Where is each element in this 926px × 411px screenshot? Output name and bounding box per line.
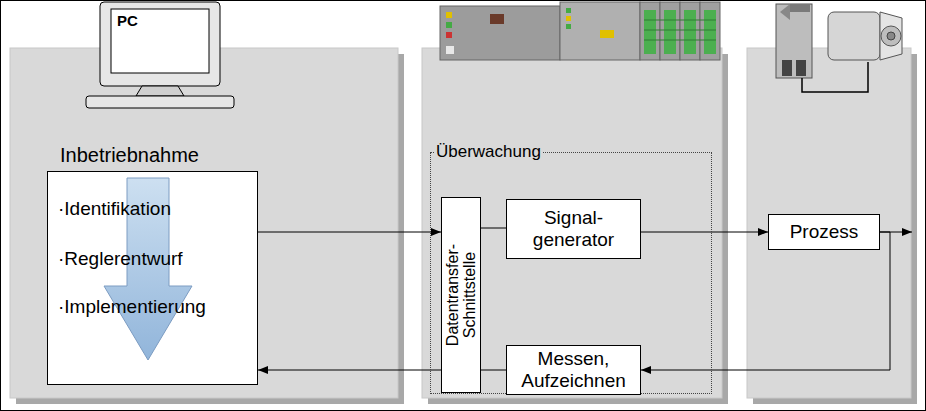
list-item: ·Reglerentwurf xyxy=(58,248,183,270)
connector xyxy=(258,232,441,233)
box-label: Messen, Aufzeichnen xyxy=(511,348,636,392)
section-heading: Inbetriebnahme xyxy=(60,144,199,167)
connector xyxy=(258,370,441,371)
process-box: Messen, Aufzeichnen xyxy=(506,345,641,395)
group-heading: Überwachung xyxy=(434,142,543,162)
list-item: ·Identifikation xyxy=(58,198,171,220)
drive-and-motor xyxy=(776,4,902,92)
screen-label: PC xyxy=(117,12,138,29)
plc-illustration xyxy=(440,2,720,60)
process-box: Prozess xyxy=(768,214,880,250)
vertical-label: Datentransfer- Schnittstelle xyxy=(444,201,478,389)
connector xyxy=(481,228,506,229)
interface-box: Datentransfer- Schnittstelle xyxy=(441,197,481,393)
box-fill xyxy=(47,171,258,385)
connector xyxy=(641,232,890,370)
connector xyxy=(641,232,768,233)
monitor-group: ÜberwachungDatentransfer- SchnittstelleS… xyxy=(430,152,712,394)
list-item: ·Implementierung xyxy=(58,296,206,318)
task-box: Inbetriebnahme·Identifikation·Reglerentw… xyxy=(47,171,258,385)
box-label: Signal- generator xyxy=(511,207,636,251)
box-label: Prozess xyxy=(790,221,859,243)
connector xyxy=(481,370,506,371)
pc-icon xyxy=(86,2,234,108)
process-box: Signal- generator xyxy=(506,199,641,259)
panels xyxy=(10,48,917,404)
